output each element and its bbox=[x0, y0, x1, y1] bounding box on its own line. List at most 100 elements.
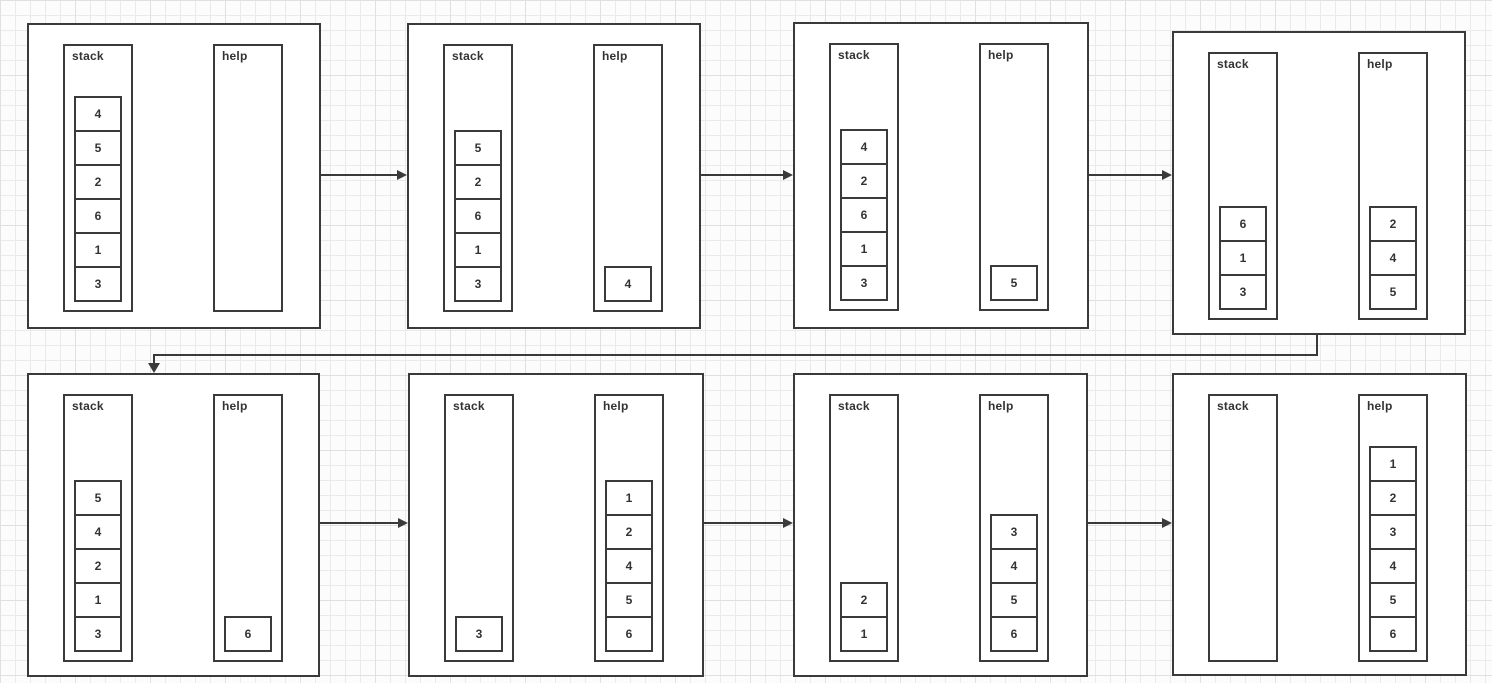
value-cell: 6 bbox=[454, 198, 502, 234]
help-label: help bbox=[1367, 399, 1393, 413]
value-cell: 1 bbox=[840, 616, 888, 652]
help-cells: 6 bbox=[215, 616, 281, 652]
value-cell: 5 bbox=[74, 130, 122, 166]
value-cell: 5 bbox=[454, 130, 502, 166]
help-label: help bbox=[603, 399, 629, 413]
value-cell: 5 bbox=[990, 582, 1038, 618]
flow-arrow-3-icon bbox=[1089, 170, 1172, 180]
value-cell: 1 bbox=[1219, 240, 1267, 276]
value-cell: 2 bbox=[605, 514, 653, 550]
value-cell: 3 bbox=[74, 266, 122, 302]
help-label: help bbox=[222, 399, 248, 413]
stack-label: stack bbox=[453, 399, 485, 413]
help-cells: 4 bbox=[595, 266, 661, 302]
flow-arrow-2-icon bbox=[701, 170, 793, 180]
help-label: help bbox=[222, 49, 248, 63]
value-cell: 2 bbox=[74, 164, 122, 200]
stack-cells: 3 bbox=[446, 616, 512, 652]
value-cell: 1 bbox=[74, 232, 122, 268]
value-cell: 5 bbox=[1369, 274, 1417, 310]
flow-arrow-6-icon bbox=[704, 518, 793, 528]
stack-label: stack bbox=[838, 48, 870, 62]
stack-label: stack bbox=[72, 49, 104, 63]
value-cell: 1 bbox=[1369, 446, 1417, 482]
value-cell: 6 bbox=[1369, 616, 1417, 652]
stack-label: stack bbox=[838, 399, 870, 413]
help-cells: 5 bbox=[981, 265, 1047, 301]
value-cell: 2 bbox=[454, 164, 502, 200]
value-cell: 4 bbox=[1369, 548, 1417, 584]
value-cell: 2 bbox=[1369, 206, 1417, 242]
stack-label: stack bbox=[72, 399, 104, 413]
value-cell: 4 bbox=[74, 96, 122, 132]
stack-column: stack 3 bbox=[444, 394, 514, 662]
value-cell: 3 bbox=[1219, 274, 1267, 310]
help-label: help bbox=[602, 49, 628, 63]
value-cell: 6 bbox=[74, 198, 122, 234]
value-cell: 4 bbox=[990, 548, 1038, 584]
value-cell: 5 bbox=[1369, 582, 1417, 618]
value-cell: 4 bbox=[604, 266, 652, 302]
value-cell: 1 bbox=[74, 582, 122, 618]
value-cell: 2 bbox=[840, 582, 888, 618]
row-wrap-connector-segment bbox=[153, 354, 155, 365]
help-column: help 6 bbox=[213, 394, 283, 662]
value-cell: 3 bbox=[990, 514, 1038, 550]
help-label: help bbox=[1367, 57, 1393, 71]
value-cell: 5 bbox=[990, 265, 1038, 301]
value-cell: 1 bbox=[454, 232, 502, 268]
stack-label: stack bbox=[1217, 57, 1249, 71]
flow-arrow-5-icon bbox=[320, 518, 408, 528]
help-label: help bbox=[988, 399, 1014, 413]
value-cell: 5 bbox=[605, 582, 653, 618]
value-cell: 1 bbox=[605, 480, 653, 516]
row-wrap-connector-arrowhead-icon bbox=[148, 363, 160, 373]
value-cell: 4 bbox=[605, 548, 653, 584]
value-cell: 6 bbox=[224, 616, 272, 652]
value-cell: 6 bbox=[605, 616, 653, 652]
help-column: help bbox=[213, 44, 283, 312]
value-cell: 3 bbox=[74, 616, 122, 652]
value-cell: 2 bbox=[840, 163, 888, 199]
value-cell: 2 bbox=[74, 548, 122, 584]
value-cell: 5 bbox=[74, 480, 122, 516]
row-wrap-connector-segment bbox=[153, 354, 1318, 356]
stack-label: stack bbox=[1217, 399, 1249, 413]
value-cell: 4 bbox=[74, 514, 122, 550]
value-cell: 4 bbox=[1369, 240, 1417, 276]
value-cell: 4 bbox=[840, 129, 888, 165]
help-column: help 5 bbox=[979, 43, 1049, 311]
help-label: help bbox=[988, 48, 1014, 62]
value-cell: 2 bbox=[1369, 480, 1417, 516]
stack-label: stack bbox=[452, 49, 484, 63]
value-cell: 3 bbox=[1369, 514, 1417, 550]
value-cell: 3 bbox=[454, 266, 502, 302]
